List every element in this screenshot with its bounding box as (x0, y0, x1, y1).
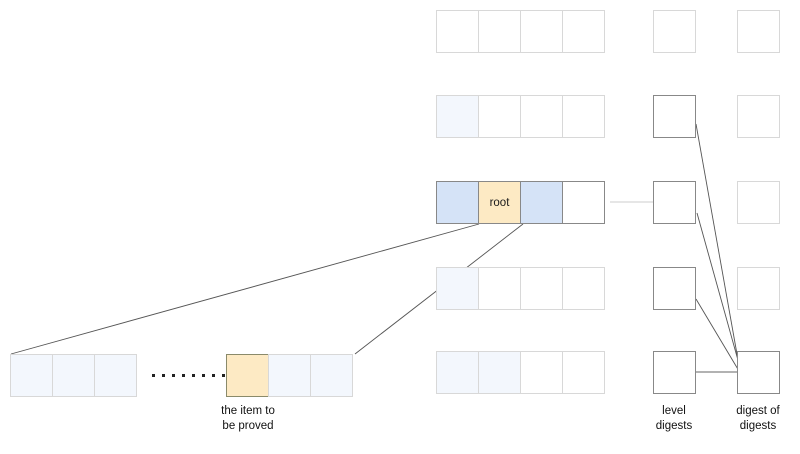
leaf-row-ellipsis (152, 374, 225, 377)
table-cell[interactable] (520, 10, 563, 53)
zoom-line-left (10, 223, 480, 355)
table-cell[interactable] (478, 351, 521, 394)
table-cell[interactable] (436, 95, 479, 138)
table-cell[interactable] (436, 10, 479, 53)
digest-of-digests-slot-row1[interactable] (737, 10, 780, 53)
table-row (436, 10, 605, 53)
leaf-row-right (226, 354, 353, 397)
level-digest-square-row3[interactable] (653, 181, 696, 224)
table-cell[interactable] (562, 10, 605, 53)
table-cell[interactable] (436, 181, 479, 224)
ellipsis-dot (152, 374, 155, 377)
ellipsis-dot (182, 374, 185, 377)
digest-of-digests-slot-row2[interactable] (737, 95, 780, 138)
table-cell[interactable] (520, 95, 563, 138)
leaf-row-left (10, 354, 137, 397)
leaf-cell[interactable] (94, 354, 137, 397)
ellipsis-dot (162, 374, 165, 377)
ellipsis-dot (212, 374, 215, 377)
table-cell[interactable] (478, 10, 521, 53)
digest-of-digests-slot-row4[interactable] (737, 267, 780, 310)
table-cell[interactable] (562, 351, 605, 394)
dod-line-row2 (695, 123, 741, 372)
ellipsis-dot (192, 374, 195, 377)
digest-of-digests-slot-row3[interactable] (737, 181, 780, 224)
digest-of-digests-square[interactable] (737, 351, 780, 394)
caption-digest-of-digests: digest of digests (736, 405, 780, 432)
table-cell[interactable] (436, 267, 479, 310)
table-row (436, 95, 605, 138)
table-cell[interactable] (478, 267, 521, 310)
table-cell[interactable] (562, 95, 605, 138)
table-row (436, 267, 605, 310)
table-row (436, 351, 605, 394)
ellipsis-dot (172, 374, 175, 377)
leaf-cell[interactable] (310, 354, 353, 397)
caption-level-digests: level digests (655, 405, 693, 432)
leaf-cell[interactable] (10, 354, 53, 397)
table-cell[interactable] (520, 267, 563, 310)
dod-line-row4 (695, 298, 740, 372)
item-to-be-proved-cell[interactable] (226, 354, 269, 397)
level-digest-square-row1[interactable] (653, 10, 696, 53)
table-cell[interactable] (520, 181, 563, 224)
level-digest-square-row4[interactable] (653, 267, 696, 310)
table-cell[interactable] (436, 351, 479, 394)
ellipsis-dot (222, 374, 225, 377)
ellipsis-dot (202, 374, 205, 377)
caption-item-to-be-proved: the item to be proved (221, 405, 275, 432)
table-cell[interactable] (562, 181, 605, 224)
table-cell[interactable] (520, 351, 563, 394)
leaf-cell[interactable] (52, 354, 95, 397)
level-digest-square-row2[interactable] (653, 95, 696, 138)
root-cell[interactable]: root (478, 181, 521, 224)
table-cell[interactable] (562, 267, 605, 310)
table-row-root: root (436, 181, 605, 224)
dod-line-row3 (696, 212, 742, 372)
level-digest-square-row5[interactable] (653, 351, 696, 394)
leaf-cell[interactable] (268, 354, 311, 397)
table-cell[interactable] (478, 95, 521, 138)
